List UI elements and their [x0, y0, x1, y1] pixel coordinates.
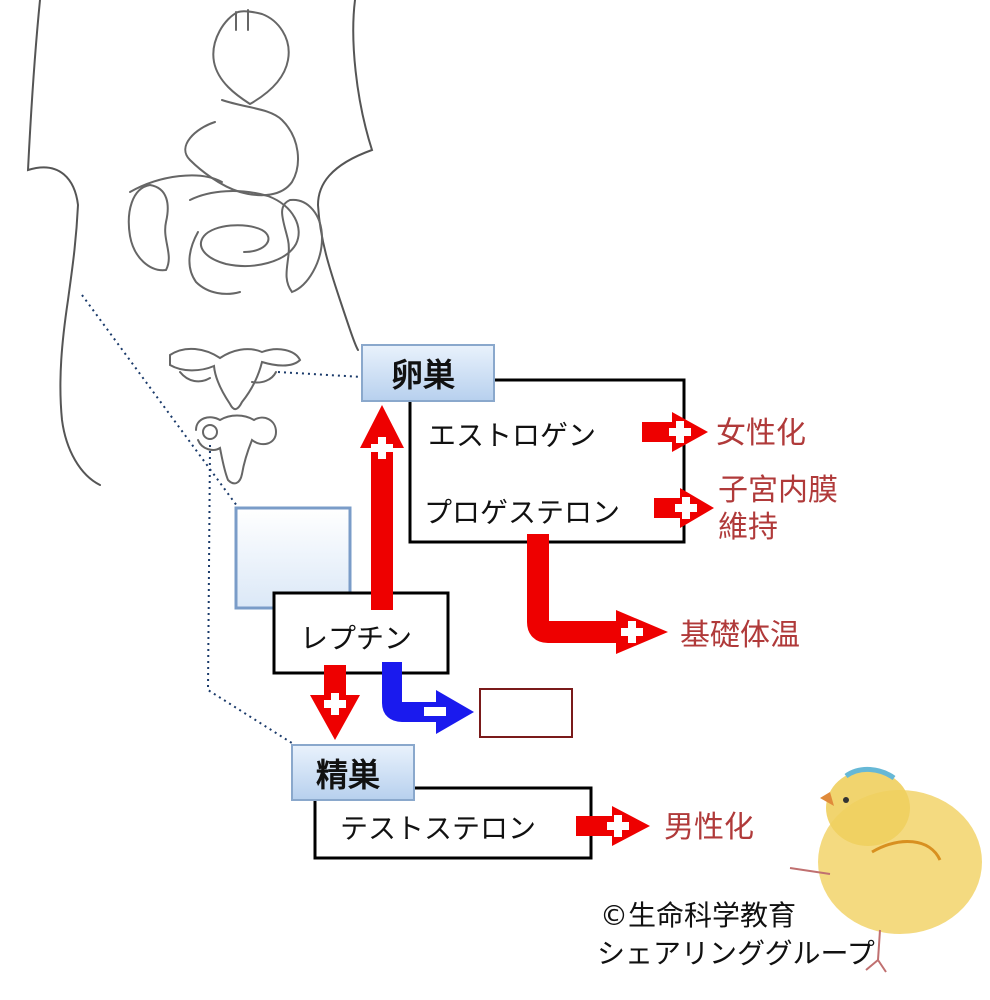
answer-blank-box: [479, 688, 573, 738]
stimulate-arrow-basal-temp: [527, 534, 668, 654]
testis-drawing: [195, 414, 278, 485]
intestine-drawing: [188, 190, 300, 295]
testis-label: 精巣: [316, 756, 380, 794]
stimulate-arrow-progesterone: [654, 488, 714, 528]
uterus-drawing: [169, 347, 302, 410]
ovary-label: 卵巣: [391, 356, 455, 394]
ovary-hormone-box: [408, 378, 686, 544]
kidney-right: [281, 198, 324, 294]
stimulate-arrow-estrogen: [642, 412, 708, 452]
testis-label-box: [291, 744, 415, 801]
basal-temp-label: 基礎体温: [680, 618, 800, 653]
body-outline: [26, 0, 374, 486]
stimulate-arrow-leptin-to-ovary: [360, 405, 404, 610]
ovary-label-box: [361, 344, 495, 402]
stomach-drawing: [184, 99, 299, 197]
heart-drawing: [212, 10, 290, 106]
leptin-label: レプチン: [300, 622, 412, 655]
connector-lines: [81, 294, 363, 746]
feminization-label: 女性化: [716, 416, 806, 451]
inhibit-arrow-leptin-to-blank: [382, 662, 474, 734]
stimulate-arrow-leptin-to-testis: [310, 665, 360, 740]
progesterone-label: プロゲステロン: [424, 496, 620, 529]
endometrium-label-line2: 維持: [718, 510, 778, 545]
minus-sign: [424, 707, 446, 716]
kidney-left: [127, 183, 170, 272]
credit-line2: シェアリンググループ: [597, 937, 875, 970]
testosterone-label: テストステロン: [340, 812, 536, 845]
masculinization-label: 男性化: [664, 810, 754, 845]
stimulate-arrow-testosterone: [576, 806, 650, 846]
leptin-box: [272, 591, 450, 675]
internal-organs: [127, 9, 324, 295]
endometrium-label-line1: 子宮内膜: [718, 473, 838, 508]
chick-mascot-illustration: [789, 767, 982, 973]
estrogen-label: エストロゲン: [428, 419, 596, 452]
credit-line1: ©生命科学教育: [600, 899, 796, 932]
